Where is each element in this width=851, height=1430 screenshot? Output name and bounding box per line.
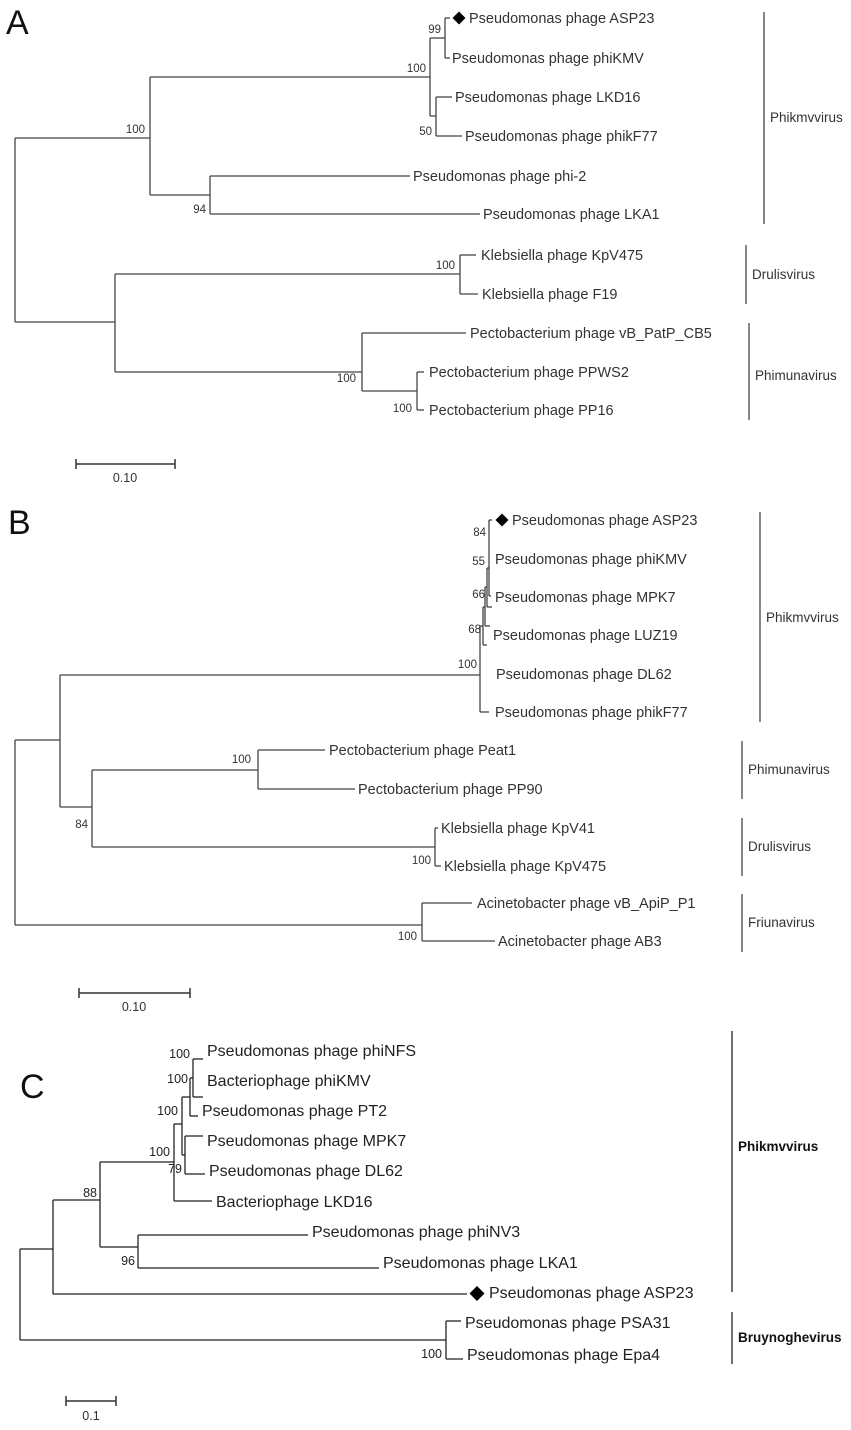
bootstrap-value: 50 — [419, 126, 432, 138]
bootstrap-value: 100 — [149, 1145, 170, 1159]
bootstrap-value: 88 — [83, 1186, 97, 1200]
bootstrap-value: 100 — [407, 63, 426, 75]
scale-bar: 0.10 — [78, 988, 191, 1014]
bootstrap-value: 68 — [468, 624, 481, 636]
leaf-label: Pseudomonas phage DL62 — [209, 1163, 403, 1180]
leaf-label: Klebsiella phage KpV475 — [444, 859, 606, 875]
panel-c-branches — [19, 1058, 467, 1360]
panel-a: A — [6, 4, 843, 485]
leaf-label: Pectobacterium phage PP90 — [358, 782, 543, 798]
bootstrap-value: 94 — [193, 204, 206, 216]
panel-a-branches — [14, 17, 480, 411]
diamond-marker-icon — [469, 1286, 485, 1301]
bootstrap-value: 84 — [473, 527, 486, 539]
leaf-label: Pseudomonas phage phikF77 — [465, 129, 658, 145]
scale-bar-label: 0.10 — [113, 471, 137, 485]
leaf-label: Pseudomonas phage phiNV3 — [312, 1224, 520, 1241]
panel-c: C — [19, 1031, 842, 1423]
leaf-label: Pseudomonas phage ASP23 — [512, 513, 697, 529]
scale-bar-label: 0.1 — [82, 1409, 99, 1423]
bootstrap-value: 100 — [421, 1347, 442, 1361]
scale-bar-label: 0.10 — [122, 1000, 146, 1014]
genus-label: Bruynoghevirus — [738, 1330, 842, 1345]
leaf-label: Pseudomonas phage ASP23 — [469, 11, 654, 27]
genus-label: Phikmvvirus — [766, 610, 839, 625]
panel-c-label: C — [20, 1068, 45, 1106]
leaf-label: Pectobacterium phage PP16 — [429, 403, 614, 419]
leaf-label: Pseudomonas phage phiNFS — [207, 1043, 416, 1060]
leaf-label: Pseudomonas phage LKA1 — [483, 207, 660, 223]
panel-b-label: B — [8, 504, 31, 542]
panel-b-branches — [14, 519, 495, 942]
leaf-label: Klebsiella phage KpV475 — [481, 248, 643, 264]
bootstrap-value: 100 — [232, 754, 251, 766]
bootstrap-value: 100 — [412, 855, 431, 867]
leaf-label: Acinetobacter phage AB3 — [498, 934, 662, 950]
scale-bar: 0.1 — [65, 1396, 117, 1423]
leaf-label: Pectobacterium phage vB_PatP_CB5 — [470, 326, 712, 342]
genus-label: Phimunavirus — [748, 762, 830, 777]
bootstrap-value: 100 — [157, 1104, 178, 1118]
bootstrap-value: 84 — [75, 819, 88, 831]
genus-label: Phikmvvirus — [770, 110, 843, 125]
diamond-marker-icon — [452, 11, 466, 25]
scale-bar: 0.10 — [75, 459, 176, 485]
leaf-label: Pseudomonas phage Epa4 — [467, 1347, 660, 1364]
bootstrap-value: 79 — [168, 1162, 182, 1176]
genus-label: Drulisvirus — [752, 267, 815, 282]
leaf-label: Klebsiella phage KpV41 — [441, 821, 595, 837]
panel-a-label: A — [6, 4, 29, 42]
leaf-label: Pseudomonas phage LUZ19 — [493, 628, 678, 644]
leaf-label: Klebsiella phage F19 — [482, 287, 617, 303]
leaf-label: Acinetobacter phage vB_ApiP_P1 — [477, 896, 695, 912]
bootstrap-value: 99 — [428, 24, 441, 36]
leaf-label: Pseudomonas phage phiKMV — [452, 51, 644, 67]
bootstrap-value: 100 — [167, 1072, 188, 1086]
bootstrap-value: 55 — [472, 556, 485, 568]
bootstrap-value: 100 — [393, 403, 412, 415]
bootstrap-value: 100 — [436, 260, 455, 272]
genus-label: Friunavirus — [748, 915, 815, 930]
leaf-label: Bacteriophage phiKMV — [207, 1073, 371, 1090]
leaf-label: Pseudomonas phage MPK7 — [207, 1133, 406, 1150]
bootstrap-value: 100 — [126, 124, 145, 136]
bootstrap-value: 100 — [337, 373, 356, 385]
bootstrap-value: 96 — [121, 1254, 135, 1268]
leaf-label: Bacteriophage LKD16 — [216, 1194, 373, 1211]
genus-label: Phikmvvirus — [738, 1139, 818, 1154]
bootstrap-value: 100 — [398, 931, 417, 943]
leaf-label: Pectobacterium phage PPWS2 — [429, 365, 629, 381]
leaf-label: Pseudomonas phage LKA1 — [383, 1255, 578, 1272]
bootstrap-value: 66 — [472, 589, 485, 601]
leaf-label: Pseudomonas phage ASP23 — [489, 1285, 694, 1302]
leaf-label: Pseudomonas phage DL62 — [496, 667, 672, 683]
leaf-label: Pseudomonas phage phi-2 — [413, 169, 586, 185]
leaf-label: Pseudomonas phage MPK7 — [495, 590, 676, 606]
leaf-label: Pseudomonas phage PT2 — [202, 1103, 387, 1120]
leaf-label: Pectobacterium phage Peat1 — [329, 743, 516, 759]
genus-label: Drulisvirus — [748, 839, 811, 854]
diamond-marker-icon — [495, 513, 509, 527]
bootstrap-value: 100 — [458, 659, 477, 671]
leaf-label: Pseudomonas phage PSA31 — [465, 1315, 671, 1332]
bootstrap-value: 100 — [169, 1047, 190, 1061]
leaf-label: Pseudomonas phage LKD16 — [455, 90, 640, 106]
panel-b: B — [8, 504, 839, 1014]
genus-label: Phimunavirus — [755, 368, 837, 383]
leaf-label: Pseudomonas phage phikF77 — [495, 705, 688, 721]
leaf-label: Pseudomonas phage phiKMV — [495, 552, 687, 568]
